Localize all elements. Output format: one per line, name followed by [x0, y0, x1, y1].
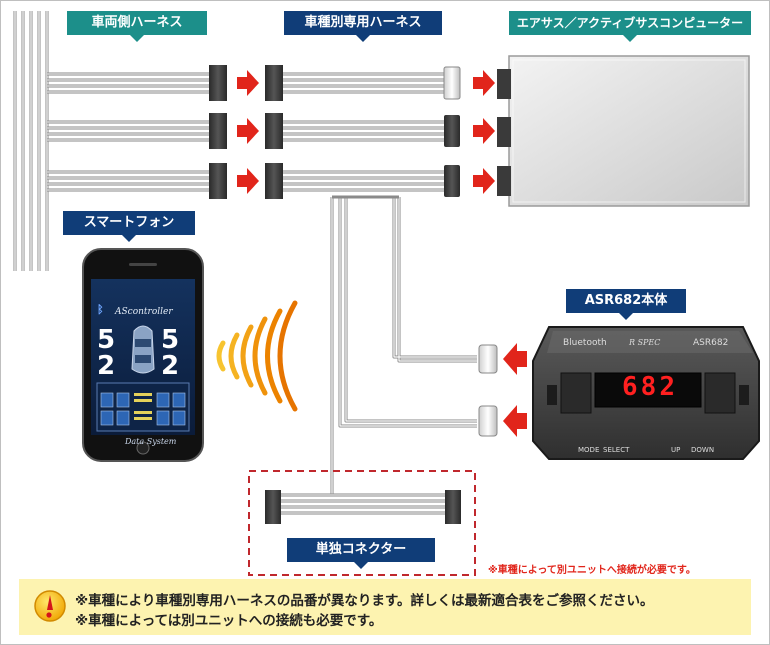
vehicle-harness-plug	[209, 65, 227, 101]
connection-arrow-icon	[237, 168, 259, 194]
connection-arrow-icon	[473, 168, 495, 194]
specific-harness-plug-left	[265, 113, 283, 149]
vehicle-harness-plug	[209, 163, 227, 199]
red-note: ※車種によって別ユニットへ接続が必要です。	[488, 565, 696, 576]
phone-rear-left-value: 2	[97, 351, 116, 381]
phone-brand-text: Data System	[125, 437, 177, 446]
asr682-unit	[532, 326, 760, 460]
standalone-connector-label: 単独コネクター	[287, 538, 435, 569]
phone-app-logo: AScontroller	[115, 307, 173, 317]
exclamation-icon	[34, 590, 66, 622]
computer-label: エアサス／アクティブサスコンピューター	[509, 11, 751, 42]
specific-harness-plug-right	[444, 115, 460, 147]
banner-line-1: ※車種により車種別専用ハーネスの品番が異なります。詳しくは最新適合表をご参照くだ…	[75, 593, 654, 609]
device-model-text: ASR682	[693, 338, 729, 348]
specific-harness-plug-left	[265, 163, 283, 199]
device-button-down[interactable]: DOWN	[691, 446, 715, 454]
device-brand-logo: R SPEC	[629, 338, 661, 347]
phone-bluetooth-icon: ᛒ	[97, 303, 104, 316]
specific-harness-plug-right	[444, 165, 460, 197]
notice-banner: ※車種により車種別専用ハーネスの品番が異なります。詳しくは最新適合表をご参照くだ…	[19, 579, 751, 635]
vehicle-specific-harness-label: 車種別専用ハーネス	[284, 11, 442, 42]
air-suspension-computer	[508, 55, 750, 207]
standalone-plug-left	[265, 490, 281, 524]
wireless-signal-icon	[216, 300, 298, 412]
standalone-connector-group	[248, 470, 476, 576]
connection-arrow-icon	[237, 118, 259, 144]
banner-line-2: ※車種によっては別ユニットへの接続も必要です。	[75, 613, 383, 629]
vehicle-harness-label: 車両側ハーネス	[67, 11, 207, 42]
standalone-plug-right	[445, 490, 461, 524]
phone-front-left-value: 5	[97, 325, 116, 355]
connection-arrow-icon	[237, 70, 259, 96]
phone-rear-right-value: 2	[161, 351, 180, 381]
computer-ports	[497, 69, 511, 196]
smartphone-device	[82, 248, 204, 462]
device-display-readout: 682	[622, 372, 678, 402]
device-arrows	[503, 343, 527, 437]
main-unit-label: ASR682本体	[566, 289, 686, 320]
connection-arrow-icon	[473, 70, 495, 96]
specific-harness-plug-left	[265, 65, 283, 101]
device-plugs	[478, 344, 498, 437]
harness-rows	[47, 65, 495, 199]
vehicle-harness-plug	[209, 113, 227, 149]
connection-arrow-icon	[473, 118, 495, 144]
device-button-mode[interactable]: MODE	[578, 446, 600, 454]
specific-harness-plug-right	[443, 66, 461, 100]
branch-wires	[330, 195, 477, 496]
phone-front-right-value: 5	[161, 325, 180, 355]
smartphone-label: スマートフォン	[63, 211, 195, 242]
device-button-select[interactable]: SELECT	[603, 446, 630, 454]
device-button-up[interactable]: UP	[671, 446, 681, 454]
device-bluetooth-text: Bluetooth	[563, 338, 607, 348]
